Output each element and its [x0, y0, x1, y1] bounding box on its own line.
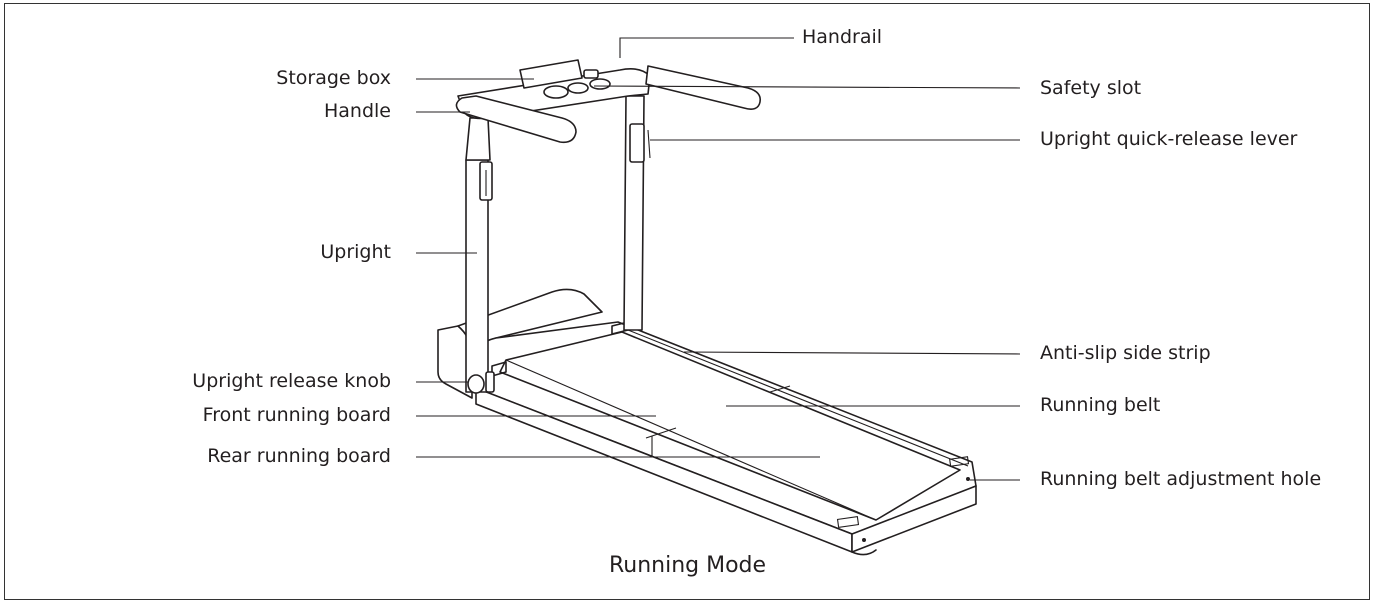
- diagram-caption: Running Mode: [608, 553, 767, 578]
- label-front-running-board: Front running board: [202, 404, 391, 426]
- label-handle: Handle: [323, 100, 391, 122]
- uprights: [465, 95, 651, 394]
- label-handrail: Handrail: [802, 26, 883, 48]
- label-running-belt-adjustment-hole: Running belt adjustment hole: [1040, 468, 1322, 490]
- label-running-belt: Running belt: [1040, 394, 1161, 416]
- label-upright: Upright: [320, 241, 391, 263]
- treadmill-deck: [437, 288, 977, 556]
- label-upright-quick-release-lever: Upright quick-release lever: [1040, 128, 1298, 150]
- label-rear-running-board: Rear running board: [207, 445, 391, 467]
- diagram-frame: [4, 3, 1370, 600]
- leader-lines: [416, 37, 1021, 481]
- label-anti-slip-side-strip: Anti-slip side strip: [1040, 342, 1211, 364]
- label-safety-slot: Safety slot: [1040, 77, 1142, 99]
- label-upright-release-knob: Upright release knob: [192, 370, 391, 392]
- handrail-assembly: [455, 59, 762, 144]
- label-storage-box: Storage box: [276, 67, 391, 89]
